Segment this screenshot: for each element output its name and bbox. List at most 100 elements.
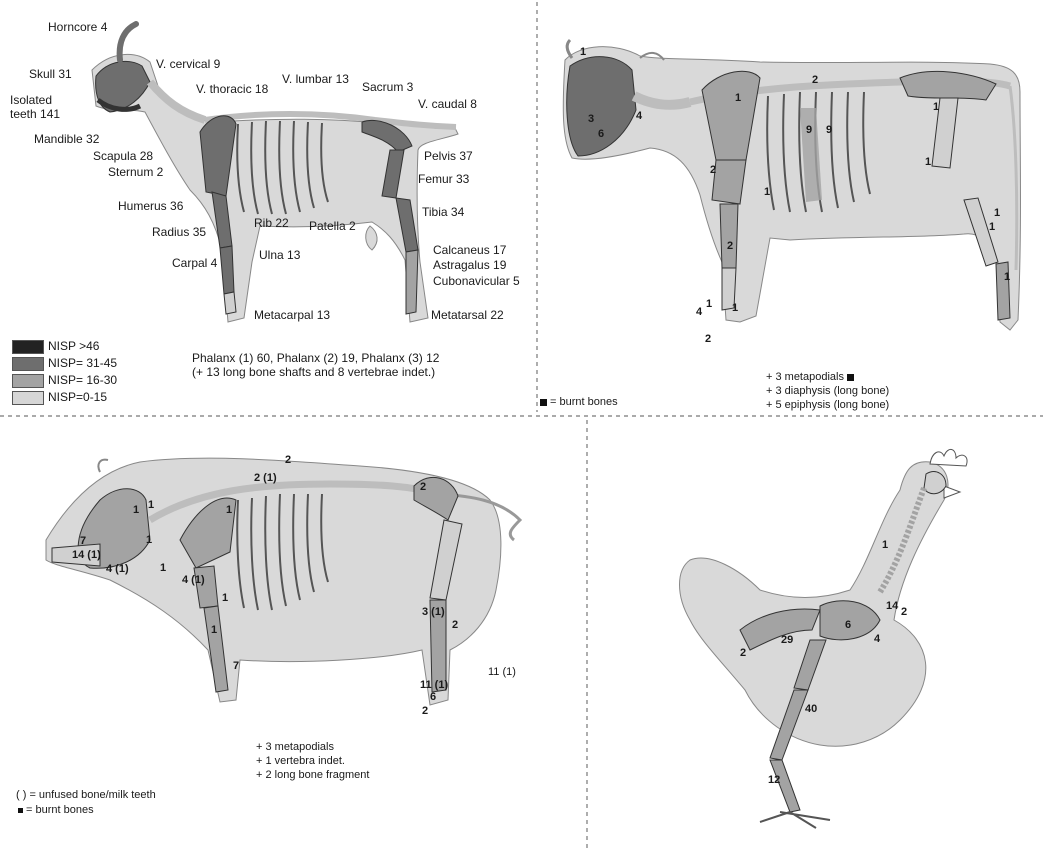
pig-count-humerus-prox: 1 — [160, 562, 166, 574]
label-v-cervical: V. cervical 9 — [156, 57, 220, 71]
legend-label-31-45: NISP= 31-45 — [48, 356, 117, 370]
cattle-count-radius: 1 — [764, 186, 770, 198]
pig-count-phalanx: 6 — [430, 691, 436, 703]
cattle-count-phalanx-a: 4 — [696, 306, 702, 318]
goat-note-indet: (+ 13 long bone shafts and 8 vertebrae i… — [192, 365, 435, 379]
label-pelvis: Pelvis 37 — [424, 149, 473, 163]
label-cubonavicular: Cubonavicular 5 — [433, 274, 520, 288]
pig-count-skull-b: 1 — [148, 499, 154, 511]
cattle-count-horncore: 1 — [580, 46, 586, 58]
chicken-beak — [944, 486, 960, 498]
label-sacrum: Sacrum 3 — [362, 80, 413, 94]
label-mandible: Mandible 32 — [34, 132, 99, 146]
pig-count-vertebra: 2 — [285, 454, 291, 466]
chicken-count-sternum: 14 — [886, 600, 898, 612]
label-horncore: Horncore 4 — [48, 20, 107, 34]
label-skull: Skull 31 — [29, 67, 72, 81]
cattle-note-epiphysis: + 5 epiphysis (long bone) — [766, 399, 889, 412]
label-calcaneus: Calcaneus 17 — [433, 243, 506, 257]
pig-count-fibula: 2 — [452, 619, 458, 631]
cattle-radius — [720, 204, 738, 268]
label-scapula: Scapula 28 — [93, 149, 153, 163]
label-isolated-teeth-2: teeth 141 — [10, 107, 60, 121]
pig-legend-unfused: ( ) = unfused bone/milk teeth — [16, 789, 156, 802]
chicken-count-tarsometatarsus: 12 — [768, 774, 780, 786]
label-astragalus: Astragalus 19 — [433, 258, 506, 272]
chicken-count-coracoid: 4 — [874, 633, 880, 645]
label-tibia: Tibia 34 — [422, 205, 464, 219]
cattle-count-ribs-a: 9 — [806, 124, 812, 136]
chicken-count-sternum-2: 2 — [901, 606, 907, 618]
goat-silhouette — [92, 54, 458, 322]
legend-label-gt46: NISP >46 — [48, 339, 99, 353]
cattle-note-metapodials: + 3 metapodials — [766, 371, 857, 384]
pig-legend-burnt: = burnt bones — [18, 804, 94, 817]
label-sternum: Sternum 2 — [108, 165, 163, 179]
cattle-count-mandible: 4 — [636, 110, 642, 122]
pig-count-teeth: 14 (1) — [72, 549, 101, 561]
label-patella: Patella 2 — [309, 219, 356, 233]
cattle-count-tarsal: 1 — [989, 221, 995, 233]
chicken-comb — [930, 449, 967, 466]
cattle-count-teeth: 6 — [598, 128, 604, 140]
pig-count-skull-a: 1 — [133, 504, 139, 516]
chicken-count-ribs: 6 — [845, 619, 851, 631]
label-ulna: Ulna 13 — [259, 248, 300, 262]
label-femur: Femur 33 — [418, 172, 469, 186]
goat-radius — [220, 246, 234, 294]
pig-count-scapula: 1 — [226, 504, 232, 516]
cattle-count-phalanx-b: 1 — [706, 298, 712, 310]
pig-count-metacarpal: 7 — [233, 660, 239, 672]
cattle-count-metatarsal: 1 — [1004, 271, 1010, 283]
cattle-count-humerus: 2 — [710, 164, 716, 176]
legend-label-16-30: NISP= 16-30 — [48, 373, 117, 387]
legend-label-0-15: NISP=0-15 — [48, 390, 107, 404]
cattle-count-ribs-b: 9 — [826, 124, 832, 136]
label-metacarpal: Metacarpal 13 — [254, 308, 330, 322]
chicken-count-wing: 2 — [740, 647, 746, 659]
chicken-count-cervical: 1 — [882, 539, 888, 551]
label-v-lumbar: V. lumbar 13 — [282, 72, 349, 86]
legend-swatch-gt46 — [12, 340, 44, 354]
label-metatarsal: Metatarsal 22 — [431, 308, 504, 322]
pig-count-phalanx-2: 2 — [422, 705, 428, 717]
cattle-count-femur: 1 — [925, 156, 931, 168]
label-humerus: Humerus 36 — [118, 199, 183, 213]
pig-count-humerus: 4 (1) — [182, 574, 205, 586]
pig-note-metapodials: + 3 metapodials — [256, 741, 334, 754]
burnt-square-icon — [847, 374, 854, 381]
label-carpal: Carpal 4 — [172, 256, 217, 270]
pig-count-metatarsal: 11 (1) — [420, 679, 448, 691]
pig-count-phalanx-total: 11 (1) — [488, 665, 516, 679]
pig-count-ulna: 1 — [211, 624, 217, 636]
goat-metacarpal — [224, 292, 236, 314]
chicken-foot — [760, 812, 830, 828]
chicken-tarsometatarsus — [770, 760, 800, 812]
pig-note-long-bone: + 2 long bone fragment — [256, 769, 369, 782]
pig-count-pelvis: 2 — [420, 481, 426, 493]
cattle-count-thoracic: 2 — [812, 74, 818, 86]
pig-count-maxilla: 4 (1) — [106, 563, 129, 575]
label-v-thoracic: V. thoracic 18 — [196, 82, 268, 96]
pig-count-radius: 1 — [222, 592, 228, 604]
goat-note-phalanx: Phalanx (1) 60, Phalanx (2) 19, Phalanx … — [192, 351, 439, 365]
pig-count-thoracic: 2 (1) — [254, 472, 277, 484]
cattle-humerus — [712, 160, 746, 204]
chicken-skull — [924, 472, 946, 494]
pig-count-tibia: 3 (1) — [422, 606, 445, 618]
pig-note-vertebra: + 1 vertebra indet. — [256, 755, 345, 768]
chicken-count-humerus: 29 — [781, 634, 793, 646]
label-rib: Rib 22 — [254, 216, 289, 230]
cattle-count-phalanx-c: 1 — [732, 302, 738, 314]
legend-swatch-31-45 — [12, 357, 44, 371]
label-isolated-teeth-1: Isolated — [10, 93, 52, 107]
cattle-count-scapula: 1 — [735, 92, 741, 104]
cattle-count-metacarpal: 2 — [727, 240, 733, 252]
cattle-count-tibia: 1 — [994, 207, 1000, 219]
cattle-note-diaphysis: + 3 diaphysis (long bone) — [766, 385, 889, 398]
cattle-count-phalanx-d: 2 — [705, 333, 711, 345]
burnt-square-icon — [540, 399, 547, 406]
pig-count-atlas: 1 — [146, 534, 152, 546]
goat-metatarsal — [406, 250, 418, 314]
